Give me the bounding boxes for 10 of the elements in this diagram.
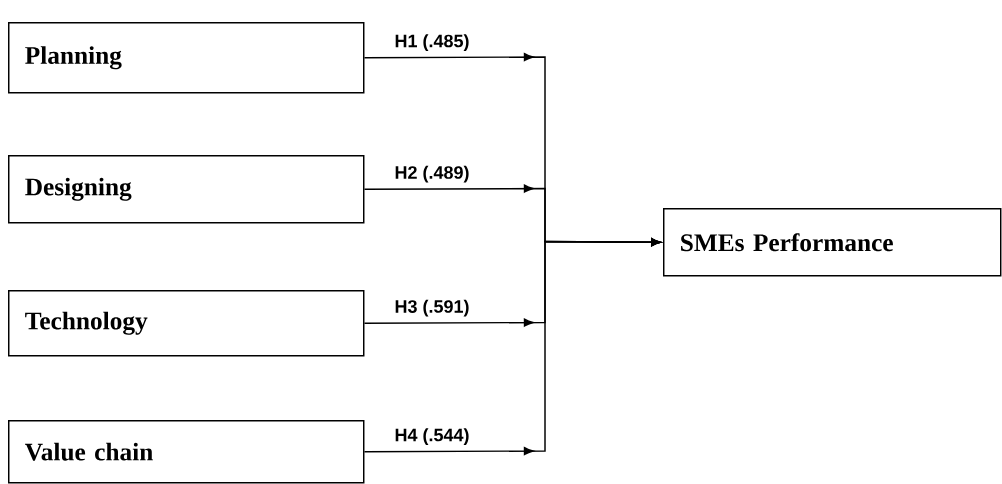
edge-label: H1 (.485): [395, 34, 469, 51]
edge-label: H3 (.591): [395, 299, 469, 317]
box: Planning: [8, 22, 365, 94]
box: Technology: [8, 290, 365, 357]
box: SMEs Performance: [663, 208, 1002, 277]
box: Designing: [8, 155, 365, 224]
edge-label: H4 (.544): [395, 428, 469, 445]
box: Value chain: [8, 420, 365, 484]
arrow: [363, 238, 661, 456]
edge-label: H2 (.489): [395, 165, 469, 183]
